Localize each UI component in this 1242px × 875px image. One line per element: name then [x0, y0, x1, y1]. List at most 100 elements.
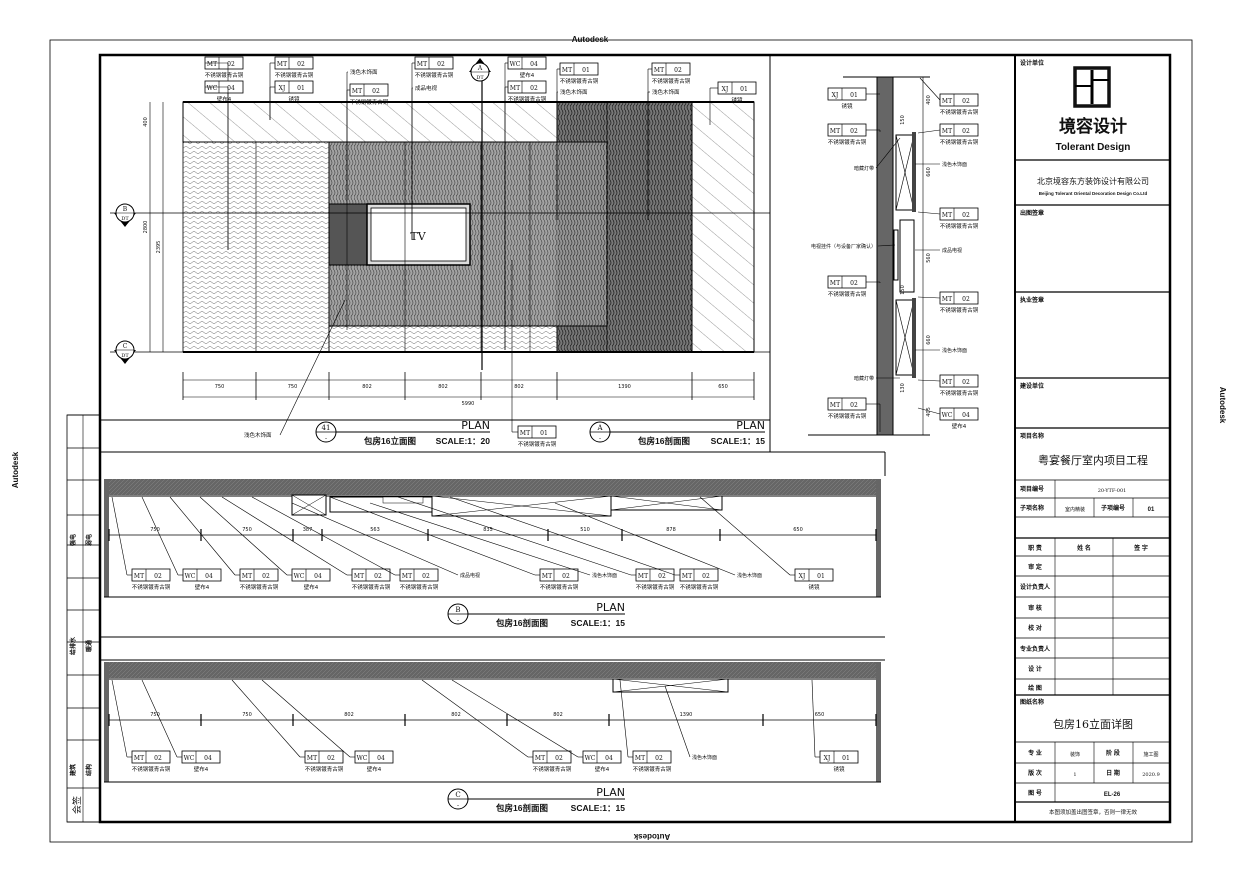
line: [917, 379, 941, 382]
material-description: 不锈钢镀青古铜: [828, 412, 867, 420]
line: [917, 129, 941, 134]
material-number: 04: [530, 61, 538, 68]
label: 执业签章: [1020, 296, 1044, 304]
material-number: 04: [227, 85, 235, 92]
material-note: 电视挂件（与设备厂家确认）: [811, 243, 876, 250]
material-code: MT: [654, 67, 664, 74]
dimension-label: 2395: [156, 241, 162, 254]
material-number: 01: [540, 430, 548, 437]
material-description: 不锈钢镀青古铜: [275, 71, 314, 79]
countersign-label: 暖通: [85, 640, 93, 652]
section-marker: BDT: [114, 203, 136, 227]
dimension-label: 650: [718, 384, 728, 390]
drawing-name: 包房16立面详图: [1053, 717, 1133, 731]
material-description: 不锈钢镀青古铜: [652, 77, 691, 85]
drawing-number: EL-26: [1104, 792, 1121, 798]
section-a-drawing: [808, 76, 930, 436]
line: [279, 299, 346, 436]
material-note: 成品电视: [942, 247, 962, 254]
material-code: XJ: [799, 573, 806, 580]
dimension-label: 563: [370, 527, 380, 533]
label: 建设单位: [1020, 382, 1044, 390]
material-description: 锈镜: [288, 95, 300, 103]
dimension-label: 750: [242, 712, 252, 718]
label: 图纸名称: [1020, 698, 1044, 706]
role-label: 审 核: [1028, 604, 1042, 612]
discipline: 装饰: [1070, 751, 1080, 758]
material-description: 不锈钢镀青古铜: [400, 583, 439, 591]
role-label: 审 定: [1028, 563, 1042, 571]
material-code: WC: [357, 755, 368, 762]
material-description: 壁布4: [195, 583, 210, 591]
material-description: 不锈钢镀青古铜: [828, 138, 867, 146]
material-number: 02: [655, 755, 663, 762]
material-code: MT: [682, 573, 692, 580]
material-number: 02: [372, 88, 380, 95]
label: 阶 段: [1106, 749, 1120, 757]
material-number: 04: [204, 755, 212, 762]
material-tag: 浅色木饰面: [556, 88, 588, 220]
line: [231, 679, 301, 758]
material-number: 01: [740, 86, 748, 93]
logo-english: Tolerant Design: [1056, 142, 1131, 153]
material-code: MT: [542, 573, 552, 580]
view-title: 包房16剖面图: [638, 436, 690, 446]
material-number: 02: [530, 85, 538, 92]
dimension-label: 387: [303, 527, 313, 533]
material-number: 02: [962, 212, 970, 219]
line: [141, 496, 179, 576]
view-scale: SCALE:1：15: [571, 803, 626, 813]
material-number: 01: [297, 85, 305, 92]
project-name: 粤宴餐厅室内项目工程: [1038, 453, 1148, 467]
dimension-label: 750: [150, 527, 160, 533]
material-code: MT: [942, 98, 952, 105]
section-id: B: [123, 206, 128, 213]
material-code: MT: [417, 61, 427, 68]
material-description: 锈镜: [808, 583, 820, 591]
section-marker: CDT: [114, 340, 136, 364]
dimension-label: 750: [288, 384, 298, 390]
section-sub: DT: [121, 353, 129, 359]
material-number: 01: [842, 755, 850, 762]
material-code: MT: [134, 755, 144, 762]
material-description: 不锈钢镀青古铜: [533, 765, 572, 773]
material-code: MT: [510, 85, 520, 92]
material-number: 04: [205, 573, 213, 580]
material-number: 02: [850, 280, 858, 287]
material-description: 壁布4: [367, 765, 382, 773]
section-b-drawing: [104, 479, 881, 598]
material-code: WC: [184, 755, 195, 762]
line: [875, 137, 901, 169]
material-description: 壁布4: [304, 583, 319, 591]
material-code: MT: [942, 379, 952, 386]
plan-label: PLAN: [736, 419, 765, 432]
countersign-strip: 强电弱电给排水暖通建筑结构会签: [66, 414, 101, 823]
material-code: WC: [942, 412, 953, 419]
material-code: MT: [830, 402, 840, 409]
material-number: 04: [605, 755, 613, 762]
view-title: 包房16剖面图: [496, 618, 548, 628]
plan-label: PLAN: [596, 601, 625, 614]
material-description: 不锈钢镀青古铜: [940, 389, 979, 397]
material-note: 浅色木饰面: [942, 161, 967, 168]
dimension-label: 878: [666, 527, 676, 533]
view-sub: -: [457, 617, 459, 624]
